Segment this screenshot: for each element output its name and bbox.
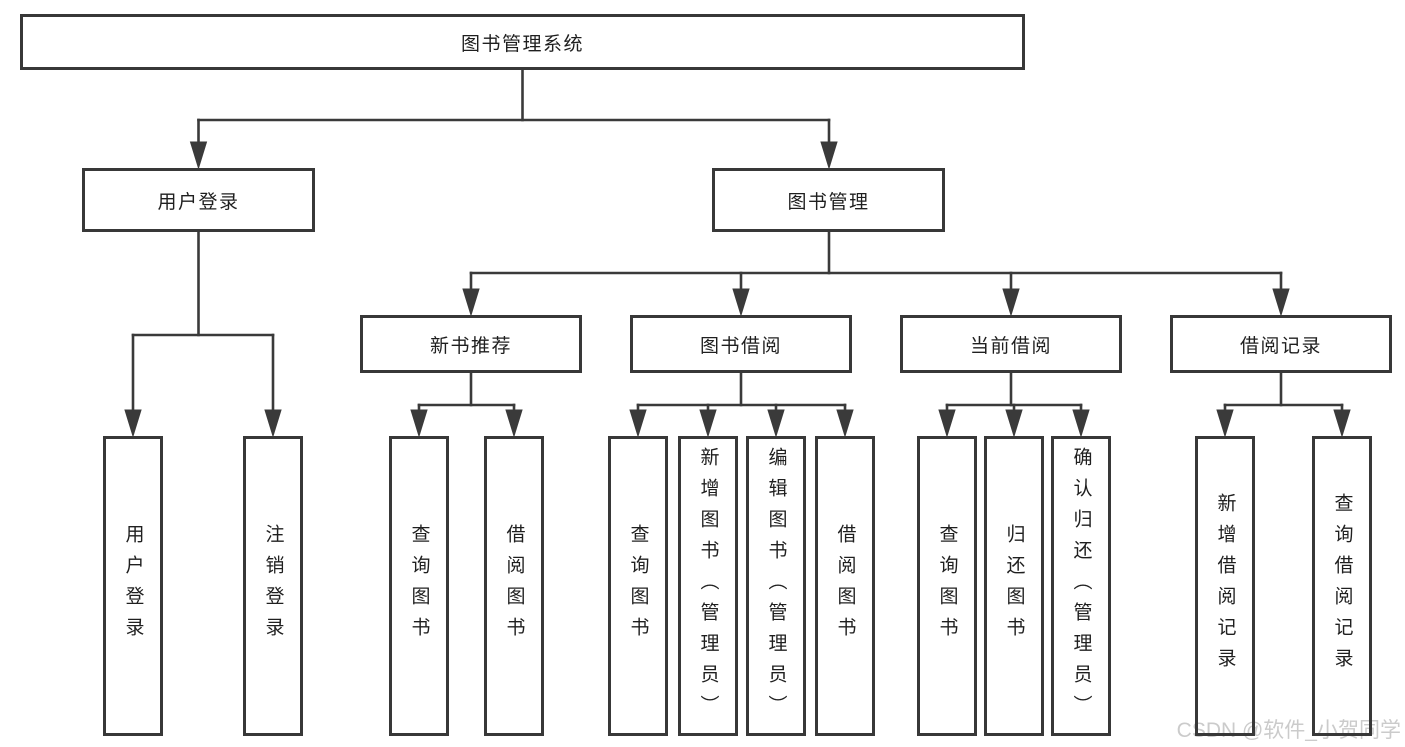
node-label: 图书借阅 (699, 335, 782, 357)
node-label: 用户登录 (157, 191, 240, 213)
leaf-label: 查询图书 (936, 524, 958, 648)
node-book-management: 图书管理 (712, 168, 945, 232)
node-label: 当前借阅 (969, 335, 1052, 357)
leaf-label: 归还图书 (1003, 524, 1025, 648)
leaf-label: 新增借阅记录 (1214, 493, 1236, 679)
leaf-edit-book-admin: 编辑图书（管理员） (746, 436, 806, 736)
leaf-borrow-books-recommend: 借阅图书 (484, 436, 544, 736)
leaf-label: 查询图书 (408, 524, 430, 648)
leaf-label: 确认归还（管理员） (1070, 446, 1092, 726)
leaf-label: 编辑图书（管理员） (765, 446, 787, 726)
leaf-label: 用户登录 (122, 524, 144, 648)
node-label: 新书推荐 (429, 335, 512, 357)
node-label: 图书管理系统 (460, 33, 584, 55)
node-library-management-system: 图书管理系统 (20, 14, 1025, 70)
leaf-label: 查询借阅记录 (1331, 493, 1353, 679)
leaf-query-books-recommend: 查询图书 (389, 436, 449, 736)
leaf-return-books: 归还图书 (984, 436, 1044, 736)
watermark-text: CSDN @软件_小贺同学 (1176, 719, 1401, 742)
node-label: 图书管理 (787, 191, 870, 213)
leaf-add-book-admin: 新增图书（管理员） (678, 436, 738, 736)
leaf-query-books-current: 查询图书 (917, 436, 977, 736)
node-new-book-recommendation: 新书推荐 (360, 315, 582, 373)
node-borrowing-records: 借阅记录 (1170, 315, 1392, 373)
leaf-query-borrow-record: 查询借阅记录 (1312, 436, 1372, 736)
leaf-label: 注销登录 (262, 524, 284, 648)
node-user-login: 用户登录 (82, 168, 315, 232)
node-book-borrowing: 图书借阅 (630, 315, 852, 373)
leaf-add-borrow-record: 新增借阅记录 (1195, 436, 1255, 736)
leaf-label: 新增图书（管理员） (697, 446, 719, 726)
leaf-borrow-books-borrowing: 借阅图书 (815, 436, 875, 736)
node-label: 借阅记录 (1239, 335, 1322, 357)
leaf-label: 借阅图书 (834, 524, 856, 648)
leaf-user-login: 用户登录 (103, 436, 163, 736)
leaf-label: 借阅图书 (503, 524, 525, 648)
leaf-confirm-return-admin: 确认归还（管理员） (1051, 436, 1111, 736)
leaf-logout: 注销登录 (243, 436, 303, 736)
node-current-borrowing: 当前借阅 (900, 315, 1122, 373)
leaf-label: 查询图书 (627, 524, 649, 648)
leaf-query-books-borrowing: 查询图书 (608, 436, 668, 736)
